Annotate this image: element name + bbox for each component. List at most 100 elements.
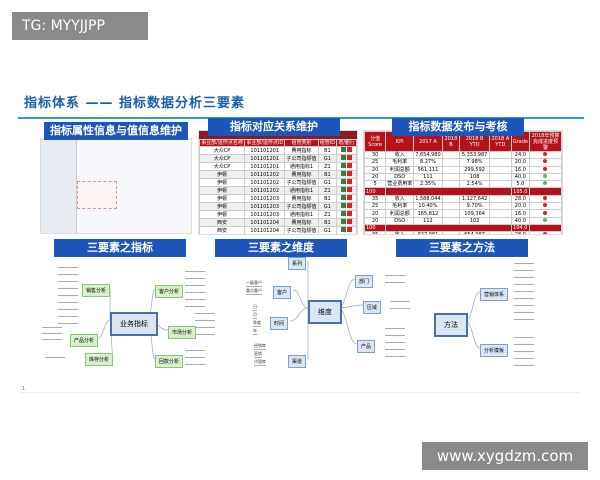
leaf-node bbox=[390, 296, 410, 302]
indicator-center-node[interactable]: 业务指标 bbox=[110, 312, 158, 336]
add-row-button[interactable] bbox=[341, 203, 347, 209]
delete-row-button[interactable] bbox=[347, 219, 353, 225]
method-branch-node[interactable]: 营销体系 bbox=[480, 288, 509, 301]
banner-method: 三要素之方法 bbox=[396, 239, 528, 257]
leaf-node bbox=[385, 337, 405, 343]
delete-row-button[interactable] bbox=[347, 147, 353, 153]
indicator-branch-node[interactable]: 产品分析 bbox=[70, 334, 99, 347]
delete-row-button[interactable] bbox=[347, 179, 353, 185]
delete-row-button[interactable] bbox=[347, 155, 353, 161]
add-row-button[interactable] bbox=[341, 147, 347, 153]
indicator-branch-node[interactable]: 销售分析 bbox=[82, 284, 111, 297]
delete-row-button[interactable] bbox=[347, 187, 353, 193]
method-branch-node[interactable]: 分析模板 bbox=[480, 344, 509, 357]
add-row-button[interactable] bbox=[341, 219, 347, 225]
connector bbox=[292, 289, 309, 309]
leaf-node bbox=[58, 276, 78, 282]
leaf-node bbox=[58, 269, 78, 275]
add-row-button[interactable] bbox=[341, 155, 347, 161]
indicator-branch-node[interactable]: 库存分析 bbox=[85, 353, 114, 366]
method-center-node[interactable]: 方法 bbox=[434, 313, 468, 337]
warning-icon bbox=[543, 195, 548, 200]
add-row-button[interactable] bbox=[341, 211, 347, 217]
leaf-node bbox=[185, 294, 205, 300]
kpi-header: 2018 B bbox=[441, 131, 461, 152]
leaf-node bbox=[185, 273, 205, 279]
dimension-branch-node[interactable]: 渠道 bbox=[288, 355, 307, 368]
dimension-branch-node[interactable]: 部门 bbox=[355, 275, 374, 288]
dimension-branch-node[interactable]: 产品 bbox=[357, 340, 376, 353]
table-cell: 927,981 bbox=[413, 231, 443, 234]
leaf-node bbox=[514, 300, 534, 306]
leaf-node: 代理商 bbox=[254, 359, 266, 366]
leaf-node bbox=[195, 322, 215, 328]
leaf-node bbox=[185, 359, 205, 365]
delete-row-button[interactable] bbox=[347, 163, 353, 169]
delete-row-button[interactable] bbox=[347, 211, 353, 217]
leaf-node bbox=[385, 270, 405, 276]
leaf-node bbox=[514, 286, 534, 292]
delete-row-button[interactable] bbox=[347, 195, 353, 201]
leaf-node bbox=[185, 266, 205, 272]
leaf-node: 直销 bbox=[254, 351, 262, 358]
indicator-branch-node[interactable]: 客户分析 bbox=[155, 285, 184, 298]
check-icon bbox=[543, 181, 548, 186]
leaf-node: 季度 bbox=[253, 320, 261, 327]
leaf-node bbox=[385, 277, 405, 283]
leaf-node bbox=[185, 345, 205, 351]
dimension-branch-node[interactable]: 客户 bbox=[273, 286, 292, 299]
warning-icon bbox=[543, 232, 548, 234]
banner-kpi: 指标数据发布与考核 bbox=[392, 118, 524, 136]
table-cell: 35 bbox=[364, 231, 387, 234]
delete-row-button[interactable] bbox=[347, 227, 353, 233]
warning-icon bbox=[543, 166, 548, 171]
leaf-node bbox=[385, 330, 405, 336]
delete-row-button[interactable] bbox=[347, 171, 353, 177]
leaf-node bbox=[514, 339, 534, 345]
add-row-button[interactable] bbox=[341, 163, 347, 169]
watermark-top: TG: MYYJJPP bbox=[12, 12, 148, 40]
leaf-node bbox=[58, 311, 78, 317]
check-icon bbox=[543, 174, 548, 179]
add-row-button[interactable] bbox=[341, 227, 347, 233]
table-cell: 28.0 bbox=[510, 231, 530, 234]
watermark-bottom: www.xygdzm.com bbox=[422, 442, 588, 470]
leaf-node bbox=[514, 332, 534, 338]
leaf-node bbox=[58, 283, 78, 289]
connector bbox=[465, 291, 481, 321]
table-row: 35收入927,981654,98728.0 bbox=[364, 231, 562, 234]
dimension-branch-node[interactable]: 系列 bbox=[288, 257, 307, 270]
warning-icon bbox=[543, 203, 548, 208]
leaf-node bbox=[58, 262, 78, 268]
connector bbox=[289, 307, 309, 322]
add-row-button[interactable] bbox=[341, 179, 347, 185]
indicator-branch-node[interactable]: 市场分析 bbox=[168, 326, 197, 339]
dimension-center-node[interactable]: 维度 bbox=[308, 300, 342, 324]
leaf-node: 经销商 bbox=[254, 343, 266, 350]
leaf-node bbox=[514, 272, 534, 278]
add-row-button[interactable] bbox=[341, 187, 347, 193]
add-row-button[interactable] bbox=[341, 171, 347, 177]
leaf-node bbox=[514, 346, 534, 352]
leaf-node bbox=[514, 265, 534, 271]
leaf-node bbox=[195, 315, 215, 321]
banner-mapping: 指标对应关系维护 bbox=[208, 118, 340, 136]
dimension-branch-node[interactable]: 时间 bbox=[270, 317, 289, 330]
indicator-branch-node[interactable]: 回款分析 bbox=[155, 355, 184, 368]
leaf-node bbox=[42, 328, 62, 334]
leaf-node bbox=[45, 352, 65, 358]
check-icon bbox=[543, 217, 548, 222]
add-row-button[interactable] bbox=[341, 195, 347, 201]
row-actions bbox=[336, 226, 357, 234]
leaf-node bbox=[385, 344, 405, 350]
leaf-node bbox=[390, 303, 410, 309]
delete-row-button[interactable] bbox=[347, 203, 353, 209]
dimension-branch-node[interactable]: 区域 bbox=[363, 301, 382, 314]
